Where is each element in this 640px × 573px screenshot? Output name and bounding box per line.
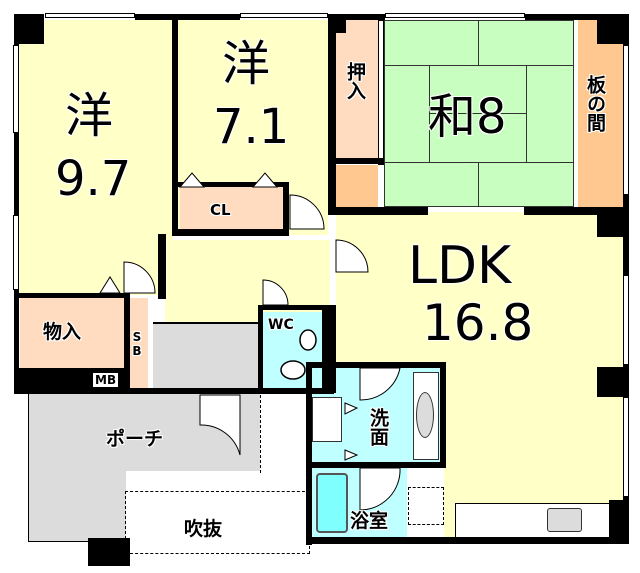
- wall: [306, 537, 628, 544]
- wall: [258, 305, 263, 393]
- label-closet: CL: [210, 201, 231, 219]
- kitchen-sink: [547, 508, 582, 532]
- wall: [306, 362, 446, 368]
- label-shoe-box: SB: [130, 330, 144, 358]
- washbasin: [416, 392, 434, 438]
- wall: [283, 182, 289, 234]
- room-size-western-1: 9.7: [55, 151, 132, 207]
- storage-room: [20, 298, 124, 368]
- fridge-space: [408, 487, 444, 525]
- bathtub: [316, 473, 348, 533]
- wall: [88, 538, 130, 566]
- room-size-japanese: 8: [476, 89, 507, 145]
- tatami-mat: [478, 162, 574, 207]
- label-storage: 物入: [43, 321, 82, 343]
- wall: [14, 293, 124, 298]
- wall: [178, 182, 286, 187]
- room-type-western-2: 洋: [222, 36, 271, 92]
- western-room-9-7: [18, 20, 173, 295]
- label-porch: ポーチ: [106, 428, 164, 450]
- wall: [336, 158, 384, 164]
- wall: [14, 14, 44, 44]
- label-bathroom: 浴室: [350, 510, 389, 532]
- label-atrium: 吹抜: [184, 518, 223, 540]
- room-type-western-1: 洋: [65, 88, 114, 144]
- room-type-japanese: 和: [428, 89, 477, 145]
- itanoma: [578, 20, 623, 207]
- hallway: [165, 240, 330, 325]
- window-top-mid: [240, 13, 328, 18]
- wall: [597, 367, 628, 397]
- wall: [306, 462, 446, 468]
- wall: [172, 14, 178, 236]
- wall: [14, 14, 19, 394]
- closet: [180, 187, 283, 229]
- window-left-lower: [13, 215, 19, 290]
- porch-boundary: [125, 395, 261, 473]
- room-type-ldk: LDK: [408, 236, 512, 296]
- wall: [306, 365, 312, 545]
- porch-lower: [28, 470, 126, 542]
- label-meter-box: MB: [93, 373, 119, 387]
- wall: [135, 14, 240, 20]
- ldk-room: [336, 212, 626, 367]
- label-itanoma: 板の間: [584, 75, 606, 132]
- wall: [328, 207, 428, 215]
- wall: [175, 229, 289, 236]
- window-top-left: [45, 13, 135, 18]
- wall: [14, 388, 334, 394]
- wall: [322, 305, 336, 393]
- label-toilet: WC: [268, 317, 294, 333]
- wall: [378, 20, 384, 165]
- kitchen-counter: [455, 503, 610, 538]
- room-size-western-2: 7.1: [213, 99, 290, 155]
- oshiire-lower: [336, 165, 378, 207]
- wall: [597, 14, 628, 44]
- window-left: [13, 45, 19, 133]
- window-right-kitchen: [623, 397, 629, 497]
- room-size-ldk: 16.8: [422, 294, 534, 352]
- wall: [609, 500, 628, 544]
- wall: [328, 14, 385, 20]
- window-top-right: [385, 13, 525, 18]
- wall: [158, 234, 166, 299]
- wall: [524, 207, 628, 215]
- wall: [328, 14, 336, 214]
- room-label-japanese: 和8: [428, 93, 507, 141]
- entrance: [153, 322, 258, 390]
- washing-machine: [312, 397, 342, 442]
- shoe-box: [130, 298, 148, 390]
- label-oshiire: 押入: [344, 62, 366, 100]
- wall: [336, 20, 346, 33]
- wall: [124, 293, 130, 393]
- wall: [525, 14, 628, 20]
- window-right-ldk: [623, 275, 629, 365]
- window-right: [623, 45, 629, 195]
- oshiire: [336, 20, 378, 158]
- wall: [597, 207, 628, 237]
- wall: [258, 305, 328, 310]
- wall: [440, 362, 446, 467]
- label-washroom: 洗面: [367, 408, 389, 446]
